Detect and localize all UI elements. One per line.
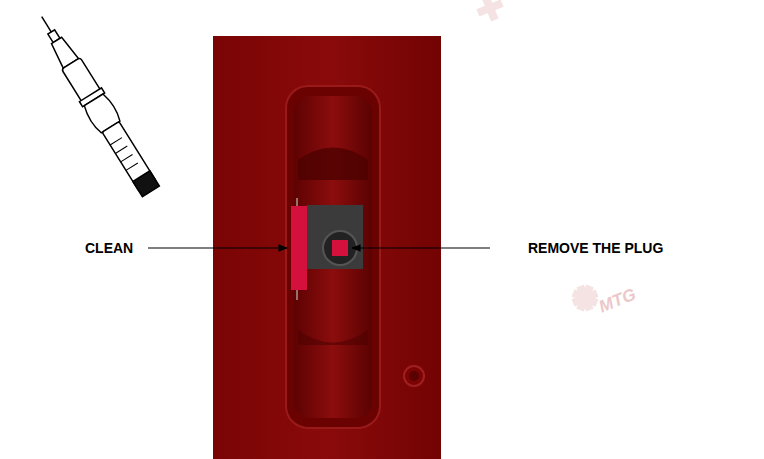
handle-recess: [286, 86, 380, 428]
callout-label: CLEAN: [85, 240, 133, 256]
clean-area: [291, 206, 307, 290]
callout-label: REMOVE THE PLUG: [528, 240, 663, 256]
lock-cylinder: [323, 231, 357, 265]
plug: [332, 240, 348, 256]
watermark: MTG: [597, 286, 638, 315]
lock-cylinder-housing: [307, 205, 363, 269]
door-button: [404, 366, 424, 386]
cleaning-tool: [30, 10, 162, 199]
leader-line: [148, 247, 287, 248]
leader-line: [352, 247, 490, 248]
